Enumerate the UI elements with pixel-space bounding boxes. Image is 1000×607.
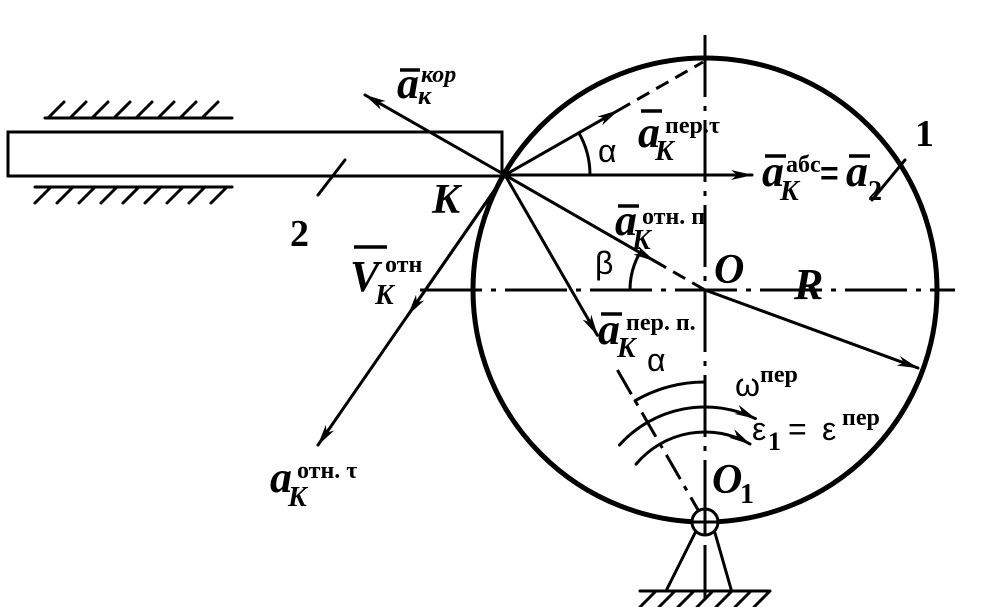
alpha-arc-at-k: [577, 131, 592, 177]
label-sub: K: [631, 225, 653, 256]
support-leg-right: [713, 531, 733, 591]
hatch-mark: [187, 185, 207, 205]
hatch-mark: [134, 100, 154, 120]
hatch-mark: [165, 185, 185, 205]
label-sub: K: [779, 176, 801, 207]
label-alpha-at-o1: α: [647, 342, 666, 378]
label-absolute: a K абс = a 2: [762, 147, 882, 207]
label-base: ε: [752, 411, 766, 447]
hatch-mark: [695, 590, 714, 607]
label-sub: 1: [740, 479, 754, 510]
label-sup: абс: [786, 152, 821, 178]
label-beta: β: [595, 245, 613, 281]
hatch-mark: [112, 100, 132, 120]
transport-tangential-extension: [617, 60, 704, 112]
relative-normal-extension: [653, 259, 706, 292]
hatch-mark: [99, 185, 119, 205]
label-center-o: O: [714, 247, 744, 293]
hatch-mark: [657, 590, 676, 607]
label-base: ω: [735, 367, 760, 403]
lower-guide: [33, 185, 234, 205]
label-radius: R: [793, 260, 823, 309]
hatch-mark: [156, 100, 176, 120]
hatch-mark: [90, 100, 110, 120]
label-body-2: 2: [290, 213, 309, 255]
radius-arrow: [703, 288, 920, 370]
body-2-leader: [316, 158, 347, 197]
relative-velocity-arrow: [406, 173, 507, 317]
label-relative-tangential: a K отн. τ: [270, 453, 357, 513]
label-point-k: K: [431, 177, 463, 223]
body-1-leader: [870, 158, 907, 202]
label-sup: отн. τ: [297, 458, 357, 484]
hatch-mark: [178, 100, 198, 120]
label-base: O: [712, 457, 742, 503]
hatch-mark: [33, 185, 53, 205]
label-sub: K: [654, 136, 676, 167]
hatch-mark: [77, 185, 97, 205]
transport-tangential-arrow: [503, 109, 620, 177]
transport-normal-arrow: [503, 173, 599, 337]
label-rhs-base: a: [846, 147, 868, 196]
hatch-mark: [55, 185, 75, 205]
alpha-arc-at-o1: [633, 380, 707, 403]
label-sup: пер. п.: [626, 310, 696, 336]
label-transport-normal: a K пер. п.: [598, 305, 696, 364]
label-base: a: [397, 59, 419, 108]
angular-acceleration-arc: [634, 429, 752, 466]
rod-body: [6, 130, 504, 178]
label-sub: к: [418, 81, 432, 110]
coriolis-acceleration-arrow: [363, 93, 507, 177]
label-base: a: [270, 453, 292, 502]
pivot-support: [638, 507, 772, 607]
label-rhs-sup: пер: [842, 405, 880, 431]
label-coriolis: a к кор: [397, 59, 456, 110]
label-relative-normal: a K отн. п: [615, 196, 705, 256]
label-base: a: [598, 305, 620, 354]
label-epsilon: ε 1 = ε пер: [752, 405, 880, 456]
label-sub: K: [374, 280, 396, 311]
label-transport-tangential: a K пер.τ: [638, 108, 720, 167]
hatch-mark: [733, 590, 752, 607]
label-base: a: [615, 196, 637, 245]
hatch-mark: [638, 590, 657, 607]
label-rhs-sub: 2: [868, 176, 882, 207]
hatch-mark: [676, 590, 695, 607]
label-omega: ω пер: [735, 362, 798, 403]
label-body-1: 1: [915, 113, 934, 155]
relative-normal-arrow: [503, 173, 656, 263]
angular-velocity-arc: [618, 404, 757, 447]
label-base: V: [350, 252, 383, 301]
label-base: a: [638, 108, 660, 157]
label-relative-velocity: V K отн: [350, 245, 422, 311]
hatch-mark: [46, 100, 66, 120]
hatch-mark: [714, 590, 733, 607]
label-base: a: [762, 147, 784, 196]
upper-guide: [43, 100, 234, 120]
hatch-mark: [68, 100, 88, 120]
hatch-mark: [121, 185, 141, 205]
label-pivot-o1: O 1: [712, 457, 754, 510]
label-alpha-at-k: α: [598, 133, 617, 169]
label-sup: пер.τ: [665, 113, 720, 139]
label-rhs-base: ε: [822, 411, 836, 447]
label-equals: =: [820, 155, 839, 191]
label-equals: =: [788, 411, 807, 447]
hatch-mark: [200, 100, 220, 120]
hatch-mark: [752, 590, 771, 607]
label-sub: K: [287, 482, 309, 513]
label-sub: K: [616, 333, 638, 364]
k-to-o1-line: [616, 369, 702, 514]
support-leg-left: [665, 531, 697, 591]
label-sup: отн: [385, 252, 422, 278]
hatch-mark: [209, 185, 229, 205]
label-sup: отн. п: [642, 204, 705, 230]
hatch-mark: [143, 185, 163, 205]
label-sub: 1: [768, 427, 781, 456]
beta-arc-at-o: [628, 251, 642, 292]
label-sup: пер: [760, 362, 798, 388]
label-sup: кор: [421, 62, 456, 88]
